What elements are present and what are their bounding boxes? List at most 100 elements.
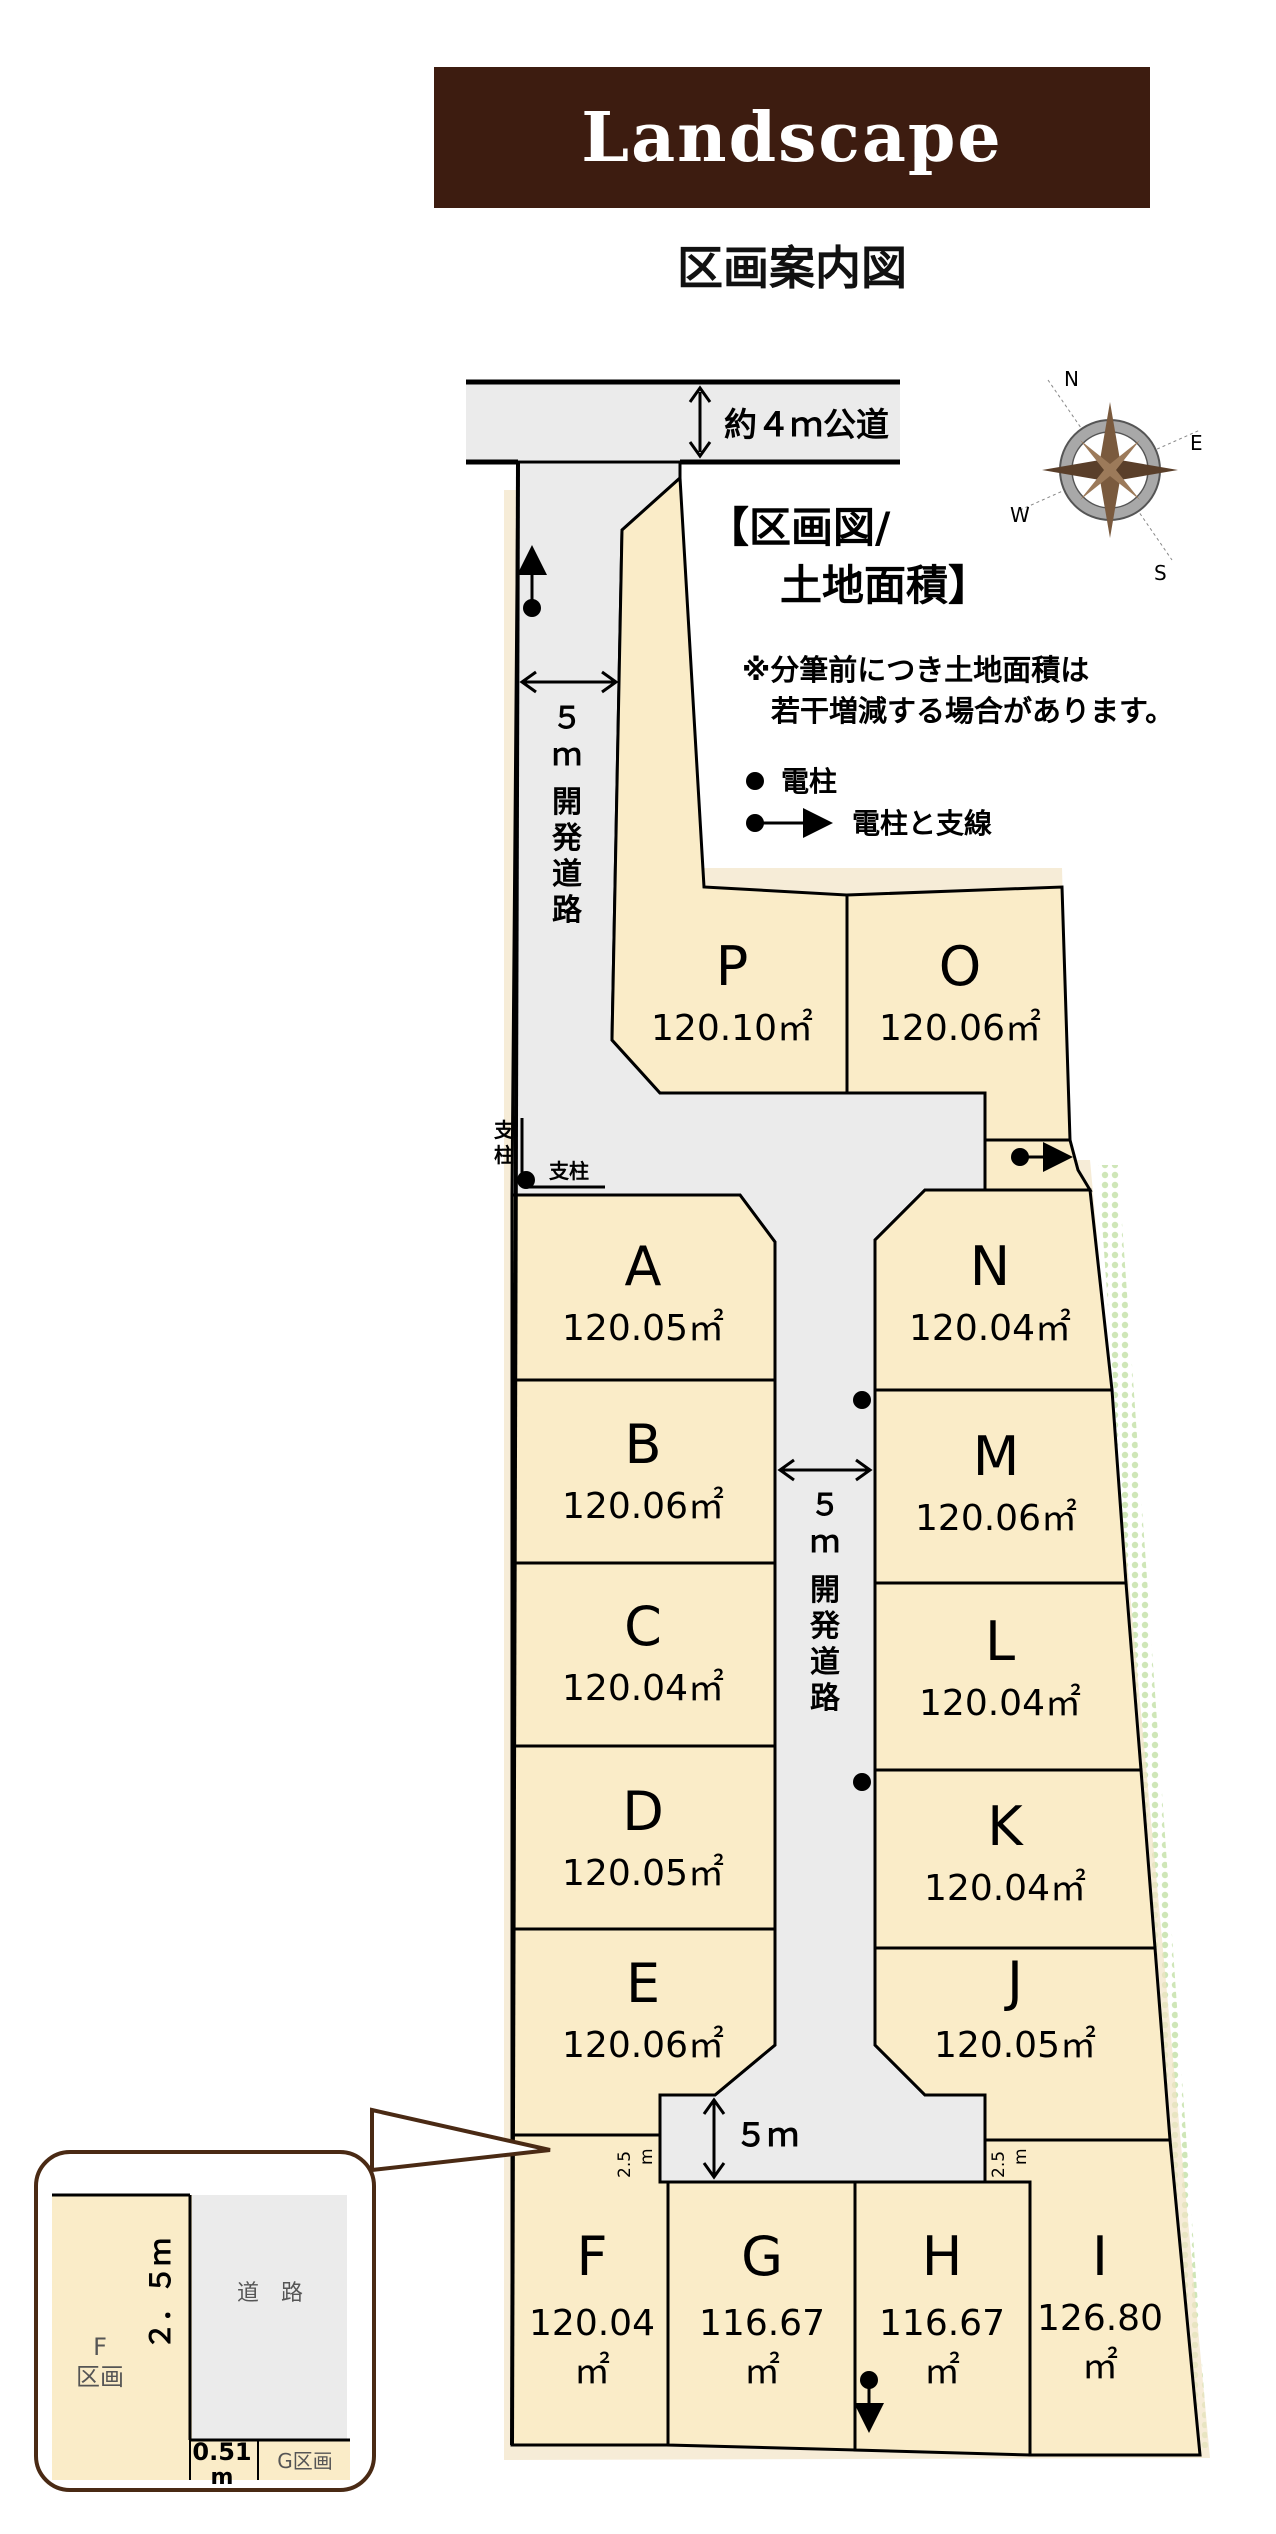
inset-lot-f-line1: F	[93, 2333, 107, 2361]
lot-id: L	[985, 1610, 1015, 1673]
turnaround-dim-top	[702, 2097, 726, 2115]
inset-road	[192, 2195, 347, 2440]
lot-o-corridor	[983, 1138, 1093, 1192]
lot-unit: ㎡	[1082, 2345, 1118, 2387]
inset-road-label: 道 路	[237, 2281, 303, 2306]
legend-note-line1: ※分筆前につき土地面積は	[742, 653, 1089, 687]
road-width-number: ５	[810, 1488, 840, 1523]
public-road	[466, 382, 900, 460]
inset-lot-g	[250, 2440, 350, 2480]
central-road-dim-right	[855, 1458, 873, 1482]
lot-id: P	[716, 935, 749, 998]
pole-east-1	[853, 1391, 871, 1409]
inset-lot-g-label: G区画	[277, 2449, 333, 2473]
page-subtitle: 区画案内図	[677, 241, 907, 295]
callout-tail	[370, 2107, 551, 2173]
lot-id: D	[622, 1780, 664, 1843]
inset-callout: ２．５ｍ 道 路 F 区画 0.51 m G区画	[34, 2107, 551, 2492]
lot-id: M	[973, 1425, 1020, 1488]
lot-area: 120.05㎡	[934, 2024, 1096, 2066]
pole-east-2	[853, 1773, 871, 1791]
road-char: 発	[809, 1609, 841, 1644]
lot-id: C	[624, 1595, 662, 1658]
north-road-label: ５ ｍ 開 発 道 路	[551, 701, 583, 928]
lot-c	[510, 1561, 777, 1748]
lot-id: N	[970, 1235, 1010, 1298]
road-char: 発	[551, 821, 583, 856]
road-char: 開	[552, 785, 582, 820]
lot-area: 120.04㎡	[562, 1667, 724, 1709]
lot-area: 120.06㎡	[562, 1485, 724, 1527]
road-char: 開	[810, 1573, 840, 1608]
strut-label-vertical-2: 柱	[494, 1143, 514, 1167]
pole-guy-south	[854, 2371, 884, 2433]
banner-title: Landscape	[581, 97, 1003, 178]
road-char: 路	[552, 893, 583, 928]
lot-area: 120.04	[529, 2303, 655, 2344]
compass-icon: N E S W	[1010, 367, 1203, 585]
lot-area: 120.06㎡	[915, 1497, 1077, 1539]
lot-p	[610, 474, 849, 1095]
legend-title-line2: 土地面積】	[780, 561, 990, 610]
lot-i	[983, 2138, 1202, 2457]
west-boundary	[510, 461, 520, 2446]
lot-area: 120.04㎡	[909, 1307, 1071, 1349]
lot-unit: ㎡	[924, 2350, 960, 2392]
inset-lot-strip	[52, 2440, 250, 2480]
lot-area: 120.05㎡	[562, 1852, 724, 1894]
lot-label-d: D 120.05㎡	[562, 1780, 724, 1894]
lot-area: 120.06㎡	[562, 2024, 724, 2066]
lot-label-e: E 120.06㎡	[562, 1952, 724, 2066]
dim-value: 2.5	[615, 2151, 635, 2178]
lot-id: O	[939, 935, 982, 998]
road-width-unit: ｍ	[552, 738, 582, 773]
lot-id: F	[576, 2225, 607, 2288]
legend-note-line2: 若干増減する場合があります。	[771, 694, 1174, 728]
strut-west: 支柱 支 柱	[494, 1118, 605, 1189]
lot-id: G	[741, 2225, 783, 2288]
central-road-dim-left	[777, 1458, 795, 1482]
dim-unit: m	[637, 2148, 657, 2165]
title-banner: Landscape	[434, 67, 1150, 208]
dim-left-2-5: 2.5 m	[615, 2148, 657, 2178]
road-char: 道	[810, 1645, 840, 1680]
lot-id: J	[1004, 1950, 1023, 2013]
lot-area: 120.04㎡	[924, 1867, 1086, 1909]
road-width-number: ５	[552, 701, 582, 736]
lot-id: A	[625, 1235, 662, 1298]
pole-guy-east	[1011, 1142, 1073, 1172]
lot-label-g: G 116.67 ㎡	[699, 2225, 825, 2392]
central-road-label: ５ ｍ 開 発 道 路	[809, 1488, 841, 1716]
compass-w: W	[1010, 503, 1030, 527]
public-road-dim-arrowhead-top	[688, 385, 712, 403]
turnaround-dim-bottom	[702, 2162, 726, 2180]
compass-e: E	[1190, 431, 1203, 455]
lot-d	[510, 1744, 777, 1931]
lot-label-n: N 120.04㎡	[909, 1235, 1071, 1349]
inset-dim-h-unit: m	[211, 2465, 234, 2490]
lot-label-i: I 126.80 ㎡	[1037, 2225, 1163, 2387]
compass-n: N	[1064, 367, 1079, 391]
lot-area: 120.10㎡	[651, 1007, 813, 1049]
lot-label-a: A 120.05㎡	[562, 1235, 724, 1349]
lot-area: 116.67	[879, 2303, 1005, 2344]
pole-guy-north	[517, 545, 547, 617]
lot-unit: ㎡	[744, 2350, 780, 2392]
public-road-dim-arrowhead-bottom	[688, 441, 712, 459]
public-road-label: 約４ｍ公道	[724, 405, 889, 444]
lot-id: H	[922, 2225, 963, 2288]
lot-id: I	[1092, 2225, 1108, 2288]
lot-label-o: O 120.06㎡	[879, 935, 1041, 1049]
lot-label-h: H 116.67 ㎡	[879, 2225, 1005, 2392]
inset-lot-f	[52, 2195, 192, 2440]
strut-label: 支柱	[549, 1159, 589, 1183]
dim-right-2-5: 2.5 m	[989, 2148, 1031, 2178]
lot-area: 116.67	[699, 2303, 825, 2344]
lot-label-p: P 120.10㎡	[651, 935, 813, 1049]
green-strip	[1098, 1165, 1208, 2448]
lot-area: 120.04㎡	[919, 1682, 1081, 1724]
inset-dim-h: 0.51	[192, 2438, 251, 2466]
lot-id: K	[987, 1795, 1024, 1858]
lot-id: B	[624, 1413, 661, 1476]
